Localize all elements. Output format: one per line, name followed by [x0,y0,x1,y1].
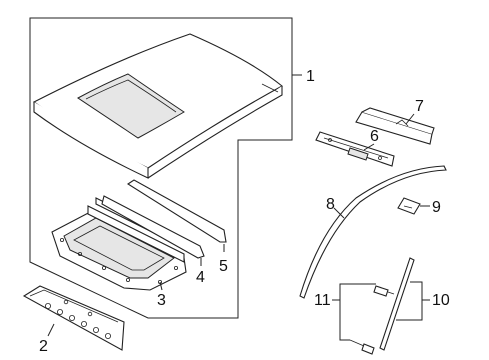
side-rail [101,195,205,259]
leader-7 [405,113,415,125]
callout-6: 6 [370,128,379,145]
leader-11 [339,283,376,341]
weatherstrip [299,165,447,299]
leader-2 [47,323,55,337]
roof-group-boundary [29,17,293,319]
drip-strip [379,257,415,351]
fasteners [349,285,395,355]
callout-7: 7 [415,98,424,115]
callout-2: 2 [39,338,48,355]
roof-panel [32,33,283,179]
roof-molding [126,179,227,243]
callout-5: 5 [219,258,228,275]
callout-9: 9 [432,199,441,216]
leader-10 [396,281,423,321]
front-header-panel [22,285,125,351]
callout-4: 4 [196,269,205,286]
callout-10: 10 [432,292,450,309]
rear-cover [355,107,435,145]
callout-11: 11 [314,292,331,309]
leader-8 [333,207,345,219]
callout-3: 3 [157,292,166,309]
callout-1: 1 [306,68,315,85]
callout-8: 8 [326,196,335,213]
leader-3 [159,281,163,291]
roof-bracket [315,131,395,167]
leader-6 [363,143,375,151]
retainer-clip [397,197,421,215]
